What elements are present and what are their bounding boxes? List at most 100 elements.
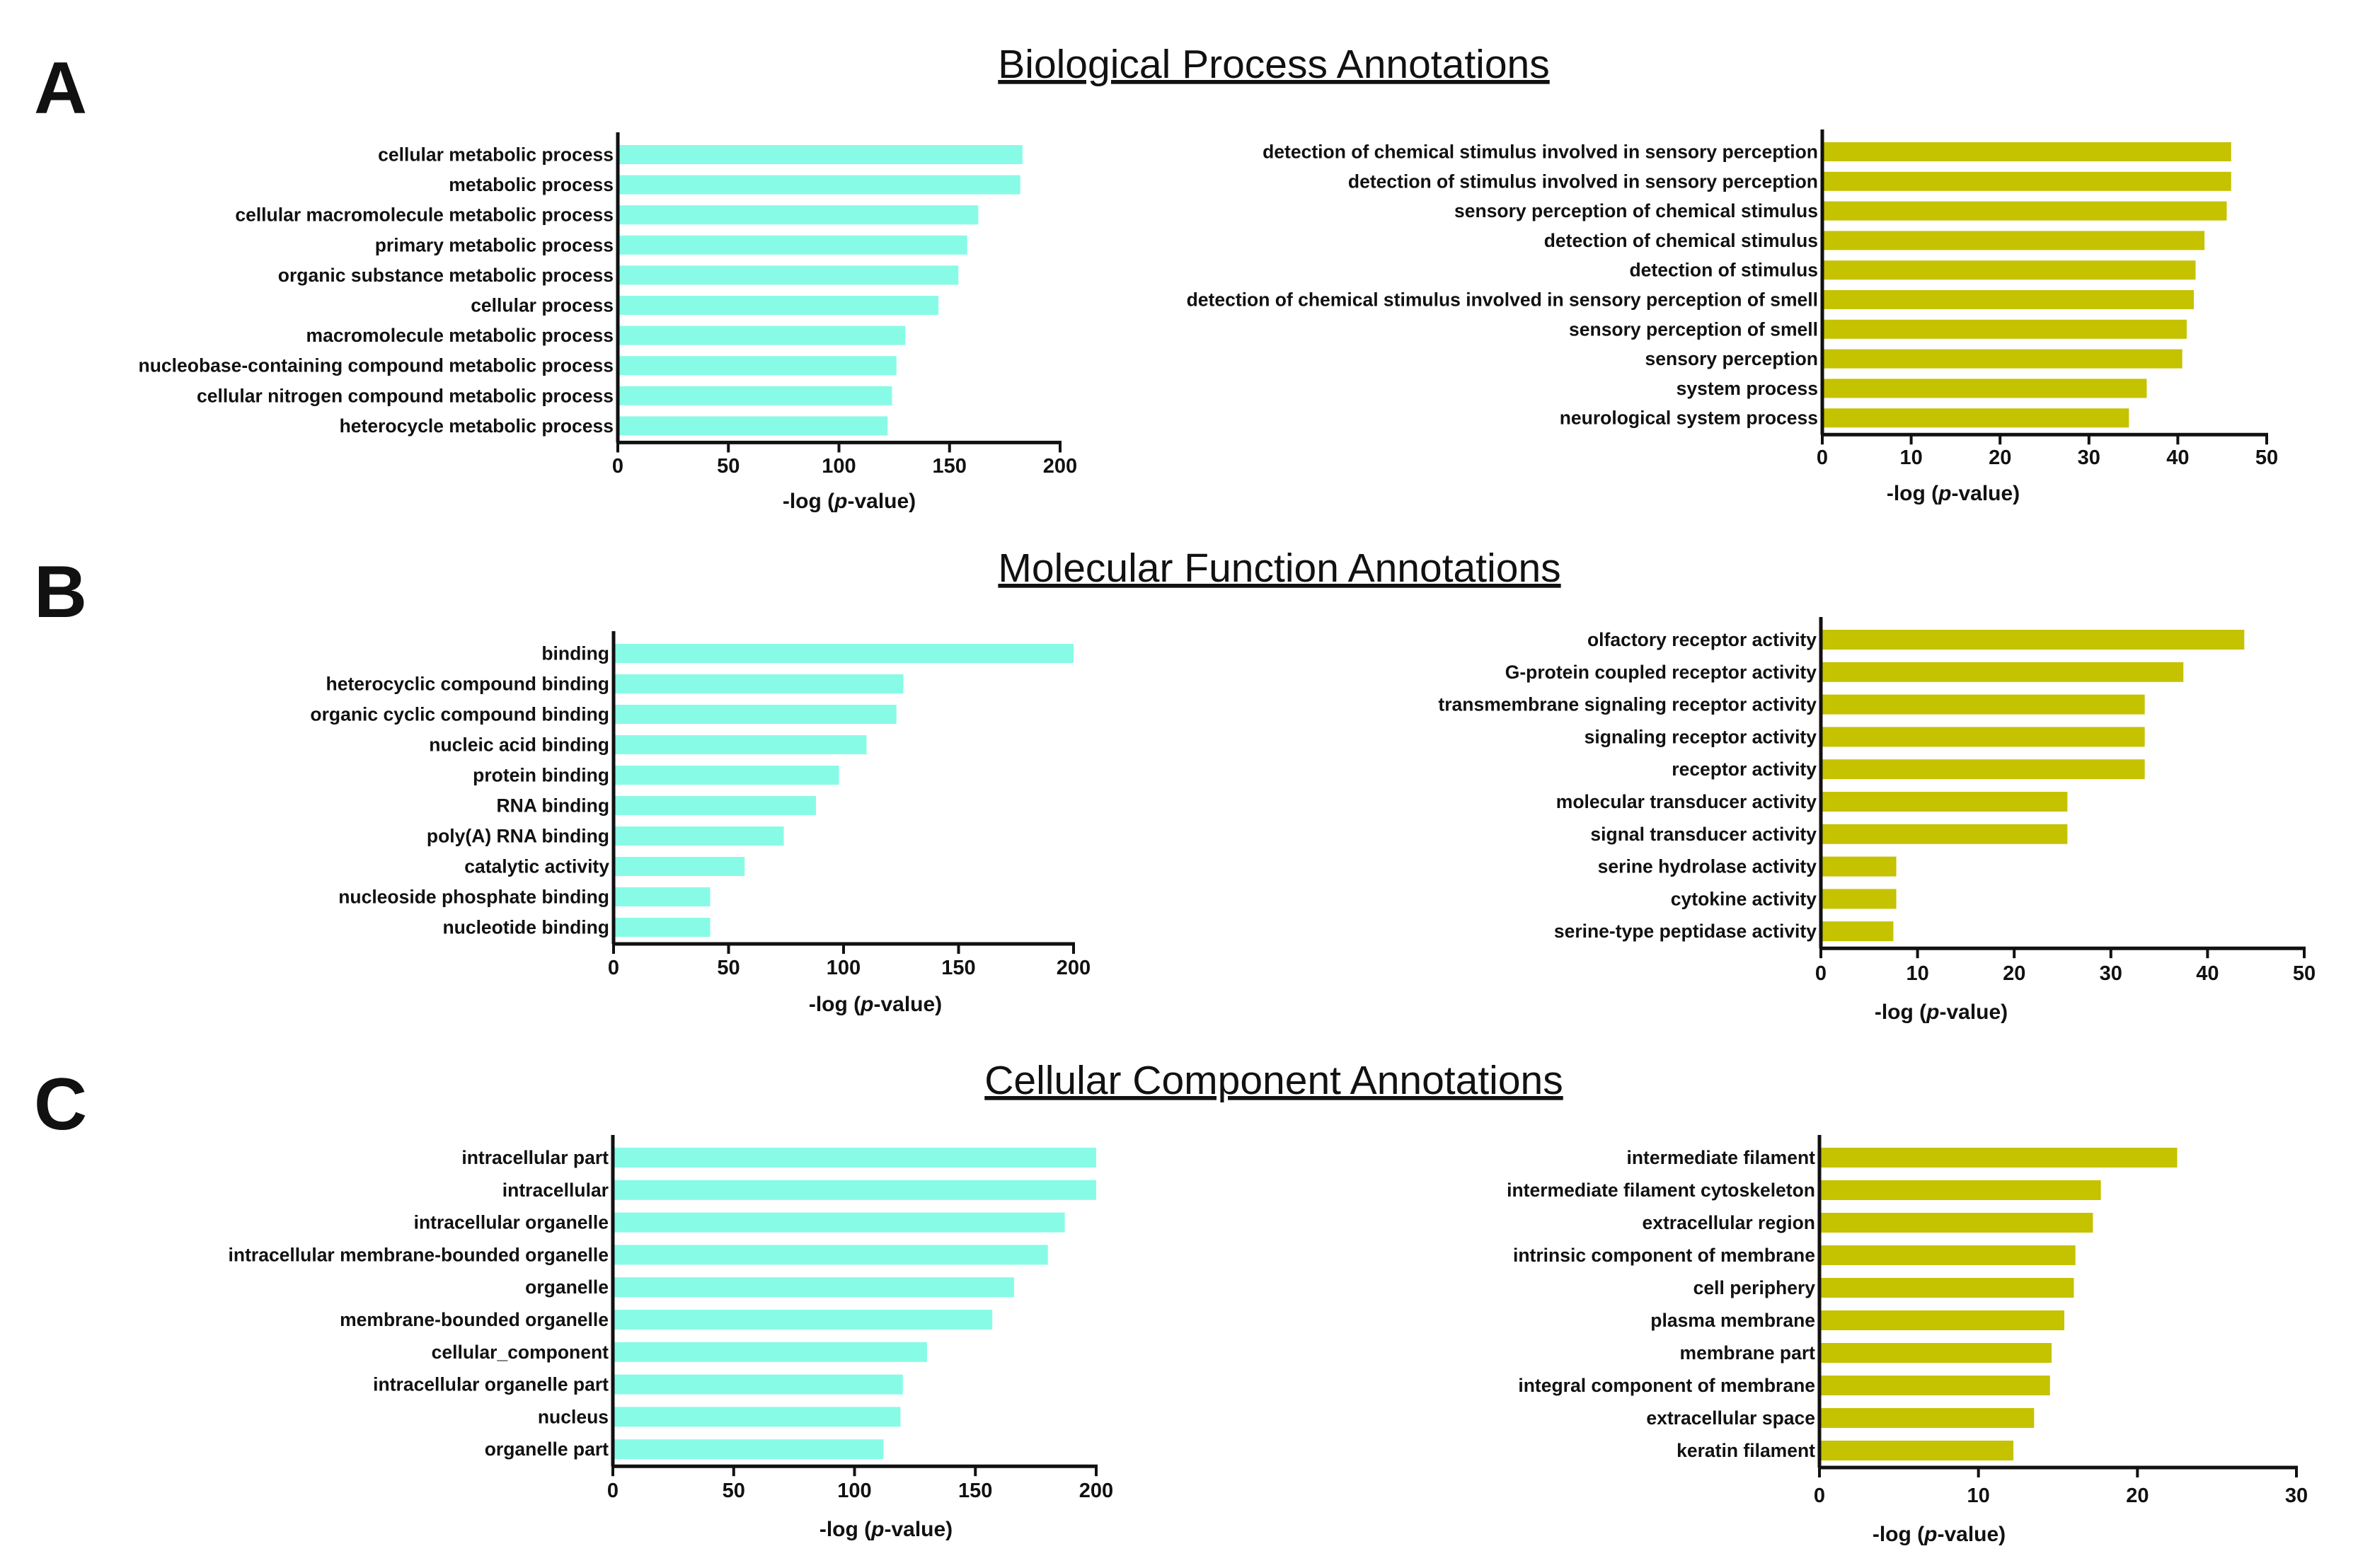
category-label: organelle part: [485, 1439, 609, 1460]
category-label: membrane part: [1680, 1342, 1816, 1364]
x-axis-label-italic: p: [1923, 1523, 1937, 1546]
category-label: sensory perception of chemical stimulus: [1454, 200, 1818, 221]
bar: [1819, 1441, 2014, 1460]
bar: [1819, 1376, 2050, 1395]
bar: [618, 416, 888, 436]
x-tick-label: 30: [2285, 1485, 2308, 1507]
bar: [1819, 1343, 2052, 1363]
bar: [1819, 1245, 2076, 1265]
x-tick-label: 10: [1899, 446, 1922, 469]
x-tick-label: 0: [608, 957, 619, 979]
x-tick-label: 0: [612, 455, 623, 478]
bar: [618, 145, 1023, 164]
bar: [614, 705, 897, 724]
bar: [613, 1148, 1096, 1168]
bar: [618, 386, 892, 405]
x-tick-label: 200: [1043, 455, 1077, 478]
bar: [1822, 290, 2195, 309]
category-label: catalytic activity: [464, 856, 609, 877]
bar: [1822, 379, 2147, 398]
category-label: neurological system process: [1560, 408, 1818, 429]
category-label: macromolecule metabolic process: [306, 325, 614, 346]
bar: [1822, 319, 2187, 339]
x-tick-label: 50: [2255, 446, 2278, 469]
category-label: extracellular space: [1646, 1407, 1815, 1429]
x-axis-label: -log (p-value): [809, 993, 942, 1016]
x-axis-label-prefix: -log (: [783, 490, 834, 513]
category-label: nucleoside phosphate binding: [338, 887, 609, 908]
category-label: heterocyclic compound binding: [326, 674, 609, 695]
bar: [1819, 1278, 2074, 1298]
category-label: detection of stimulus: [1630, 260, 1819, 281]
category-label: protein binding: [473, 765, 609, 786]
bar: [614, 766, 839, 785]
category-label: intracellular organelle: [414, 1212, 609, 1233]
chart-cellular-component-membrane: intermediate filament intermediate filame…: [1507, 1135, 2308, 1546]
bar: [1822, 201, 2227, 221]
bar: [618, 296, 939, 315]
x-axis-label-prefix: -log (: [819, 1518, 871, 1541]
bar: [614, 857, 745, 876]
category-label: nucleotide binding: [442, 917, 609, 938]
category-label: intrinsic component of membrane: [1513, 1245, 1815, 1266]
x-axis-label: -log (p-value): [1875, 1001, 2008, 1024]
bar: [618, 235, 967, 255]
x-tick-label: 50: [717, 455, 740, 478]
bar: [613, 1310, 993, 1330]
category-label: signal transducer activity: [1590, 824, 1817, 845]
category-label: molecular transducer activity: [1556, 791, 1817, 812]
x-tick-label: 0: [1814, 1485, 1825, 1507]
category-label: primary metabolic process: [375, 234, 614, 255]
x-tick-label: 20: [2003, 962, 2025, 985]
bar: [613, 1407, 901, 1427]
x-axis-label: -log (p-value): [1887, 482, 2020, 505]
panel-letter-c: C: [34, 1063, 87, 1146]
bar: [1819, 1180, 2101, 1200]
bar: [614, 644, 1074, 663]
bar: [613, 1277, 1014, 1298]
bar: [1819, 1408, 2035, 1428]
category-label: cellular metabolic process: [378, 144, 614, 166]
category-label: RNA binding: [497, 795, 609, 817]
bar: [1822, 408, 2129, 428]
bar: [618, 265, 959, 285]
category-label: organic cyclic compound binding: [310, 704, 609, 725]
bar: [614, 918, 711, 937]
x-axis-label-prefix: -log (: [1875, 1001, 1926, 1024]
x-axis-label-prefix: -log (: [1887, 482, 1938, 505]
category-label: nucleobase-containing compound metabolic…: [139, 355, 614, 376]
category-label: cellular nitrogen compound metabolic pro…: [197, 385, 614, 406]
category-label: signaling receptor activity: [1585, 726, 1817, 747]
bar: [1819, 1148, 2178, 1168]
x-tick-label: 150: [941, 957, 975, 979]
panel-letter-b: B: [34, 551, 87, 633]
bar: [1821, 662, 2184, 682]
section-title-b: Molecular Function Annotations: [998, 546, 1560, 591]
category-label: intermediate filament: [1626, 1147, 1815, 1168]
bar: [1819, 1213, 2093, 1233]
category-label: poly(A) RNA binding: [427, 826, 609, 847]
category-label: intracellular part: [461, 1147, 609, 1168]
section-a: A Biological Process Annotations cellula…: [34, 42, 2278, 513]
x-axis-label-italic: p: [834, 490, 847, 513]
bar: [613, 1212, 1065, 1233]
category-label: cytokine activity: [1671, 888, 1817, 909]
x-tick-label: 100: [827, 957, 861, 979]
x-axis-label: -log (p-value): [1873, 1523, 2006, 1546]
x-tick-label: 40: [2166, 446, 2189, 469]
x-axis-label-italic: p: [870, 1518, 884, 1541]
category-label: intermediate filament cytoskeleton: [1507, 1180, 1815, 1201]
bar: [1821, 856, 1897, 877]
x-tick-label: 10: [1906, 962, 1928, 985]
category-label: olfactory receptor activity: [1587, 629, 1817, 650]
x-tick-label: 50: [723, 1480, 745, 1502]
bar: [1822, 349, 2182, 369]
category-label: integral component of membrane: [1518, 1375, 1815, 1396]
x-tick-label: 40: [2196, 962, 2219, 985]
section-title-c: Cellular Component Annotations: [984, 1058, 1563, 1103]
category-label: organic substance metabolic process: [278, 265, 614, 286]
category-label: cellular_component: [432, 1342, 609, 1363]
